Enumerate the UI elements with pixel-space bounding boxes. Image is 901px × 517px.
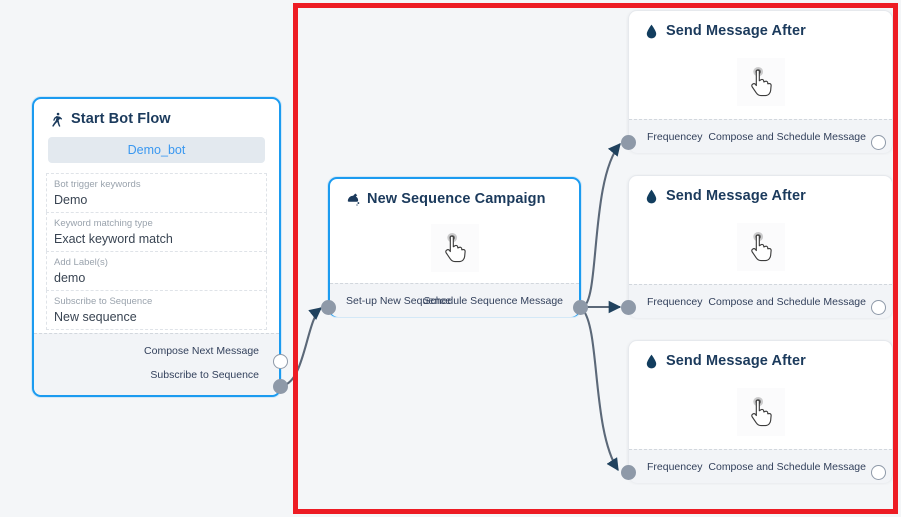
bot-name-label: Demo_bot <box>127 143 186 157</box>
node-send-message-after-1[interactable]: Send Message After Frequencey Compose an… <box>628 10 893 153</box>
send-message-after-body[interactable] <box>629 45 892 119</box>
port-frequencey-3[interactable] <box>621 465 636 480</box>
port-label-compose-next-message: Compose Next Message <box>144 345 259 357</box>
port-compose-next-message[interactable] <box>273 354 288 369</box>
node-start-bot-flow[interactable]: Start Bot Flow Demo_bot Bot trigger keyw… <box>32 97 281 397</box>
pointing-hand-cursor-icon <box>736 223 785 271</box>
port-label-frequencey: Frequencey <box>647 295 703 308</box>
send-message-after-title: Send Message After <box>666 23 806 39</box>
field-bot-trigger-keywords[interactable]: Bot trigger keywords Demo <box>46 173 267 212</box>
start-bot-flow-ports-footer: Compose Next Message Subscribe to Sequen… <box>34 333 279 395</box>
edge-start-to-sequence <box>280 307 322 388</box>
start-bot-flow-header: Start Bot Flow <box>34 99 279 133</box>
port-frequencey-2[interactable] <box>621 300 636 315</box>
send-message-after-ports-footer: Frequencey Compose and Schedule Message <box>629 119 892 153</box>
field-label: Add Label(s) <box>54 257 108 268</box>
field-value: demo <box>54 271 86 285</box>
bot-name-pill[interactable]: Demo_bot <box>48 137 265 163</box>
water-drop-icon <box>643 23 659 39</box>
pointing-hand-cursor-icon <box>736 388 785 436</box>
send-message-after-body[interactable] <box>629 210 892 284</box>
port-compose-and-schedule-message-2[interactable] <box>871 300 886 315</box>
field-value: New sequence <box>54 310 137 324</box>
port-label-frequencey: Frequencey <box>647 460 703 473</box>
port-label-compose-and-schedule-message: Compose and Schedule Message <box>708 460 866 473</box>
start-bot-flow-fields: Bot trigger keywords Demo Keyword matchi… <box>46 173 267 330</box>
pointing-hand-cursor-icon <box>736 58 785 106</box>
port-compose-and-schedule-message-1[interactable] <box>871 135 886 150</box>
field-subscribe-to-sequence[interactable]: Subscribe to Sequence New sequence <box>46 290 267 330</box>
port-compose-and-schedule-message-3[interactable] <box>871 465 886 480</box>
send-message-after-ports-footer: Frequencey Compose and Schedule Message <box>629 284 892 318</box>
field-label: Bot trigger keywords <box>54 179 141 190</box>
new-sequence-campaign-ports-footer: Set-up New Sequence Schedule Sequence Me… <box>330 283 579 317</box>
new-sequence-campaign-header: New Sequence Campaign <box>330 179 579 213</box>
field-label: Keyword matching type <box>54 218 153 229</box>
water-drop-icon <box>643 353 659 369</box>
start-bot-flow-title: Start Bot Flow <box>71 111 171 127</box>
field-keyword-matching-type[interactable]: Keyword matching type Exact keyword matc… <box>46 212 267 251</box>
send-message-after-header: Send Message After <box>629 341 892 375</box>
port-label-compose-and-schedule-message: Compose and Schedule Message <box>708 295 866 308</box>
new-sequence-campaign-title: New Sequence Campaign <box>367 191 546 207</box>
port-setup-new-sequence[interactable] <box>321 300 336 315</box>
edge-sequence-to-message-3 <box>582 309 619 472</box>
port-subscribe-to-sequence[interactable] <box>273 379 288 394</box>
port-schedule-sequence-message[interactable] <box>573 300 588 315</box>
port-frequencey-1[interactable] <box>621 135 636 150</box>
field-add-labels[interactable]: Add Label(s) demo <box>46 251 267 290</box>
running-person-icon <box>48 111 64 127</box>
send-message-after-title: Send Message After <box>666 353 806 369</box>
port-label-schedule-sequence-message: Schedule Sequence Message <box>423 294 563 307</box>
send-message-after-body[interactable] <box>629 375 892 449</box>
port-label-frequencey: Frequencey <box>647 130 703 143</box>
field-value: Demo <box>54 193 88 207</box>
edge-sequence-to-message-1 <box>582 143 621 308</box>
node-send-message-after-2[interactable]: Send Message After Frequencey Compose an… <box>628 175 893 318</box>
new-sequence-campaign-body[interactable] <box>330 213 579 283</box>
node-send-message-after-3[interactable]: Send Message After Frequencey Compose an… <box>628 340 893 483</box>
ink-bottle-icon <box>344 191 360 207</box>
send-message-after-ports-footer: Frequencey Compose and Schedule Message <box>629 449 892 483</box>
port-label-setup-new-sequence: Set-up New Sequence <box>346 294 452 307</box>
send-message-after-header: Send Message After <box>629 11 892 45</box>
field-value: Exact keyword match <box>54 232 173 246</box>
field-label: Subscribe to Sequence <box>54 296 153 307</box>
node-new-sequence-campaign[interactable]: New Sequence Campaign Set-up New Sequenc… <box>328 177 581 317</box>
port-label-subscribe-to-sequence: Subscribe to Sequence <box>150 369 259 381</box>
port-label-compose-and-schedule-message: Compose and Schedule Message <box>708 130 866 143</box>
send-message-after-title: Send Message After <box>666 188 806 204</box>
pointing-hand-cursor-icon <box>430 224 479 272</box>
send-message-after-header: Send Message After <box>629 176 892 210</box>
water-drop-icon <box>643 188 659 204</box>
